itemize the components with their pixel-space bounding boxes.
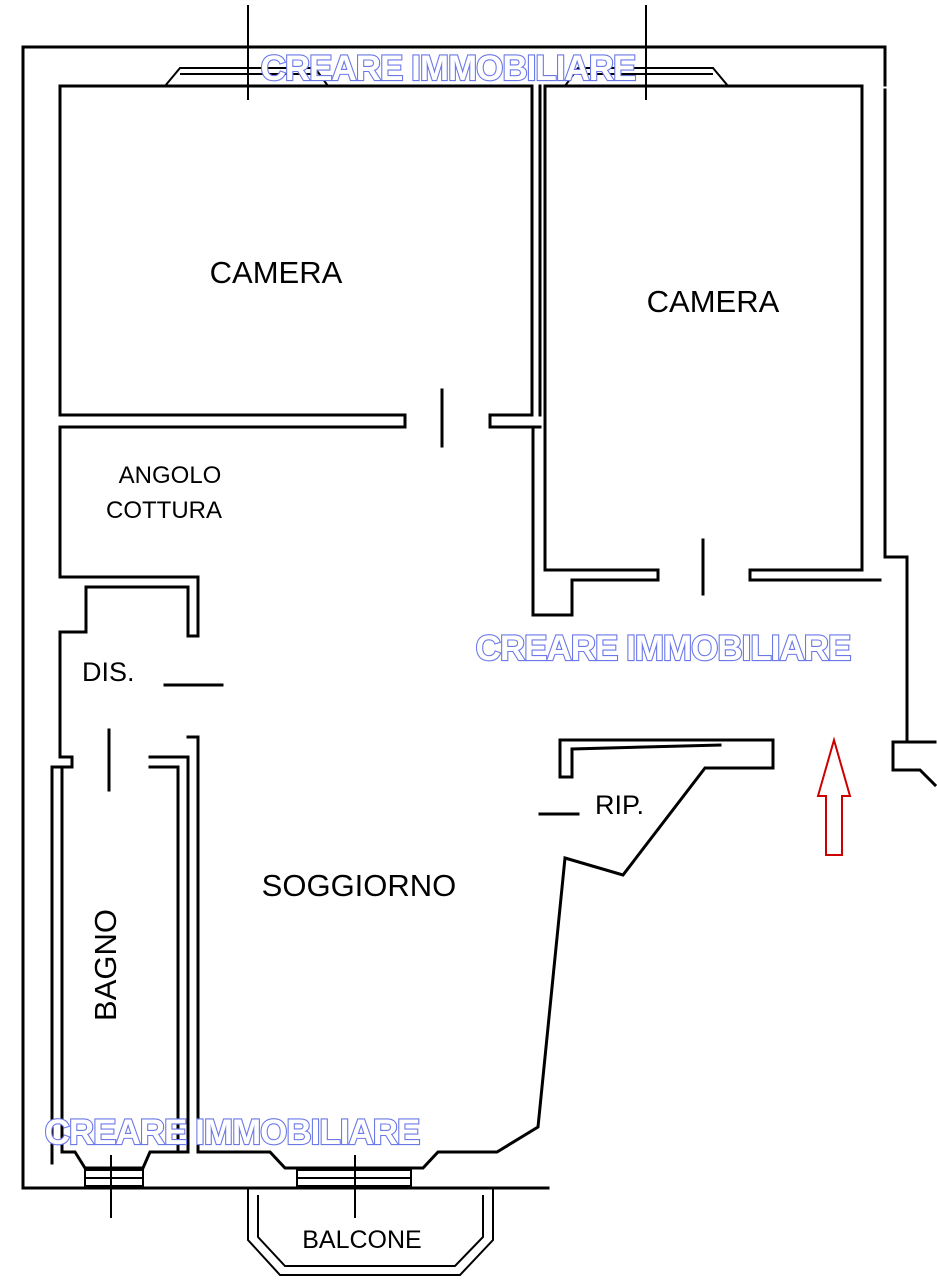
room-label-camera-2: CAMERA: [647, 284, 780, 319]
outer-wall: [21, 45, 937, 1190]
room-label-angolo: ANGOLO: [119, 462, 222, 489]
windows: [84, 5, 729, 1218]
room-label-balcone: BALCONE: [302, 1226, 421, 1254]
room-label-cottura: COTTURA: [106, 497, 222, 524]
door-markers: [107, 388, 705, 792]
room-label-soggiorno: SOGGIORNO: [262, 868, 457, 903]
room-label-camera-1: CAMERA: [210, 255, 343, 290]
room-label-rip: RIP.: [595, 790, 644, 820]
watermark-top: CREARE IMMOBILIARE: [261, 49, 636, 88]
camera-1-walls: [58, 84, 542, 429]
watermark-bottom: CREARE IMMOBILIARE: [45, 1113, 420, 1152]
balcony-outline: [247, 1188, 494, 1276]
camera-2-walls: [531, 84, 882, 617]
up-arrow-icon: [816, 736, 852, 856]
kitchen-walls: [50, 425, 775, 1170]
watermark-middle: CREARE IMMOBILIARE: [476, 629, 851, 668]
room-label-bagno: BAGNO: [88, 909, 123, 1021]
room-label-dis: DIS.: [82, 657, 135, 687]
